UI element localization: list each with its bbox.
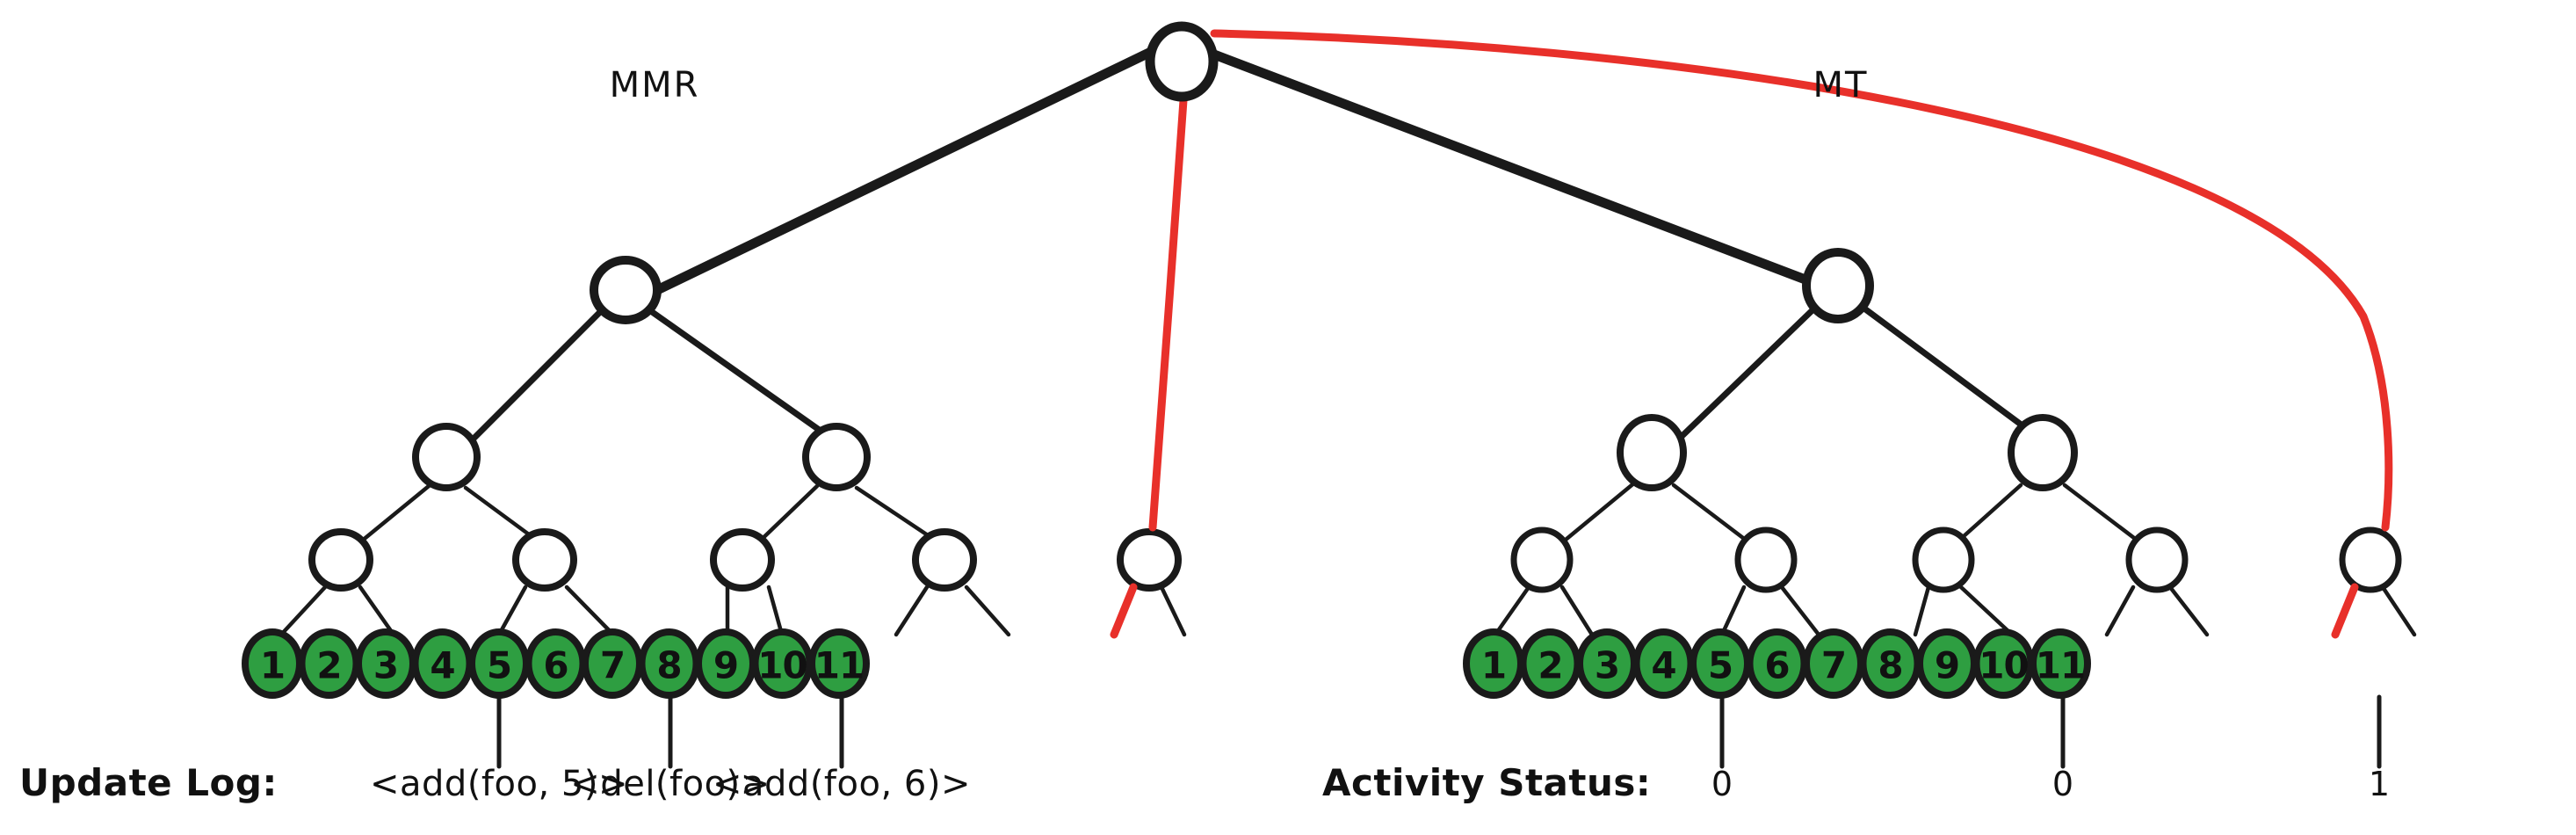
update-log-entry-1: <del(foo)> xyxy=(570,764,770,804)
edge-mt-leaf-2 xyxy=(1559,584,1595,637)
edge-mt-leaf-1 xyxy=(1493,584,1531,637)
edge-mt-leaf-3 xyxy=(1719,584,1747,637)
mt-node-l3e xyxy=(2339,526,2402,593)
leaf-label-mt-5: 5 xyxy=(1708,644,1733,687)
activity-status-heading: Activity Status: xyxy=(1322,761,1651,804)
update-log-entry-0: <add(foo, 5)> xyxy=(370,764,628,804)
edge-leaf-8 xyxy=(964,584,1011,637)
red-edge-root-to-mt-node9 xyxy=(1210,29,2393,532)
leaf-label-mmr-5: 5 xyxy=(487,644,511,687)
tick-line-group xyxy=(496,694,2382,769)
edge-leaf-7 xyxy=(894,584,930,637)
edge-leaf-4 xyxy=(564,584,616,637)
leaf-label-mmr-2: 2 xyxy=(316,644,341,687)
leaf-label-mt-1: 1 xyxy=(1481,644,1506,687)
leaf-label-mt-3: 3 xyxy=(1595,644,1619,687)
edge-root-to-mt xyxy=(1209,49,1815,287)
edge-mt-leaf-8 xyxy=(2167,584,2210,637)
edge-leaf-10 xyxy=(1159,584,1187,637)
highlight-path xyxy=(1110,29,2393,639)
leaf-label-mmr-1: 1 xyxy=(260,644,285,687)
mmr-node-l2b xyxy=(802,423,871,491)
red-edge-root-to-mmr-node9 xyxy=(1148,84,1189,532)
edge-mt-leaf-4 xyxy=(1779,584,1821,637)
mmr-edges xyxy=(279,46,1187,637)
mt-node-l2b xyxy=(2008,414,2078,491)
edge-mt-leaf-10 xyxy=(2380,584,2417,637)
mmr-node-l2a xyxy=(412,423,481,491)
update-log-entry-2: <add(foo, 6)> xyxy=(713,764,971,804)
leaf-node-mmr-11[interactable] xyxy=(808,628,870,699)
edge-mt-left xyxy=(1666,302,1820,452)
activity-status-entry-2: 1 xyxy=(2369,765,2390,803)
mt-subroot-node xyxy=(1802,248,1874,323)
leaf-label-mt-9: 9 xyxy=(1935,644,1959,687)
edge-mt-right xyxy=(1857,302,2051,447)
leaf-label-mmr-8: 8 xyxy=(656,644,681,687)
leaf-label-mt-8: 8 xyxy=(1878,644,1902,687)
mt-node-l3b xyxy=(1734,526,1798,593)
mmr-node-l3d xyxy=(912,528,977,592)
mmr-node-l3c xyxy=(710,528,775,592)
mmr-node-l3b xyxy=(512,528,577,592)
mt-edges xyxy=(1209,49,2417,637)
edge-mmr-left xyxy=(462,304,608,450)
leaf-label-mmr-3: 3 xyxy=(373,644,398,687)
edge-mmr-right xyxy=(645,306,843,447)
edge-leaf-1 xyxy=(279,584,328,637)
leaf-label-mt-11: 11 xyxy=(2036,644,2085,687)
edge-root-to-mmr xyxy=(652,46,1158,295)
mmr-node-l3e xyxy=(1117,528,1182,592)
edge-mt-leaf-6 xyxy=(1958,584,2015,637)
update-log-heading: Update Log: xyxy=(19,761,278,804)
edge-mt-leaf-7 xyxy=(2104,584,2136,637)
leaf-label-mt-4: 4 xyxy=(1651,644,1675,687)
mt-node-l3a xyxy=(1510,526,1574,593)
red-edge-mt-node9-to-leaf9 xyxy=(2331,583,2359,639)
leaf-label-mt-6: 6 xyxy=(1764,644,1789,687)
root-node xyxy=(1145,21,1219,102)
mt-internal-nodes xyxy=(1510,248,2402,593)
edge-leaf-3 xyxy=(496,584,528,637)
leaf-label-mmr-4: 4 xyxy=(430,644,454,687)
leaf-label-mmr-11: 11 xyxy=(814,644,864,687)
mt-node-l3c xyxy=(1912,526,1975,593)
tree-label-mmr: MMR xyxy=(610,65,700,105)
leaf-label-mt-10: 10 xyxy=(1979,644,2028,687)
activity-status-entry-group: 0 0 1 xyxy=(1711,765,2390,803)
mmr-subroot-node xyxy=(590,256,662,324)
edge-mt-leaf-5 xyxy=(1913,584,1931,637)
activity-status-entry-0: 0 xyxy=(1711,765,1733,803)
leaf-node-mt-11[interactable] xyxy=(2030,628,2091,699)
mt-node-l2a xyxy=(1617,414,1687,491)
edge-leaf-2 xyxy=(358,584,396,637)
leaf-label-mt-7: 7 xyxy=(1821,644,1846,687)
update-log-entry-group: <add(foo, 5)><del(foo)><add(foo, 6)> xyxy=(370,764,971,804)
tree-label-mt: MT xyxy=(1813,65,1869,105)
mmr-internal-nodes xyxy=(308,256,1182,592)
activity-status-entry-1: 0 xyxy=(2052,765,2073,803)
leaf-label-mt-2: 2 xyxy=(1538,644,1562,687)
leaf-label-mmr-6: 6 xyxy=(543,644,568,687)
leaf-label-mmr-9: 9 xyxy=(713,644,738,687)
mt-node-l3d xyxy=(2125,526,2189,593)
leaf-label-mmr-10: 10 xyxy=(757,644,807,687)
leaf-label-mmr-7: 7 xyxy=(600,644,625,687)
edge-leaf-6 xyxy=(766,584,785,637)
mmr-node-l3a xyxy=(308,528,373,592)
red-edge-mmr-node9-to-leaf9 xyxy=(1110,583,1138,639)
